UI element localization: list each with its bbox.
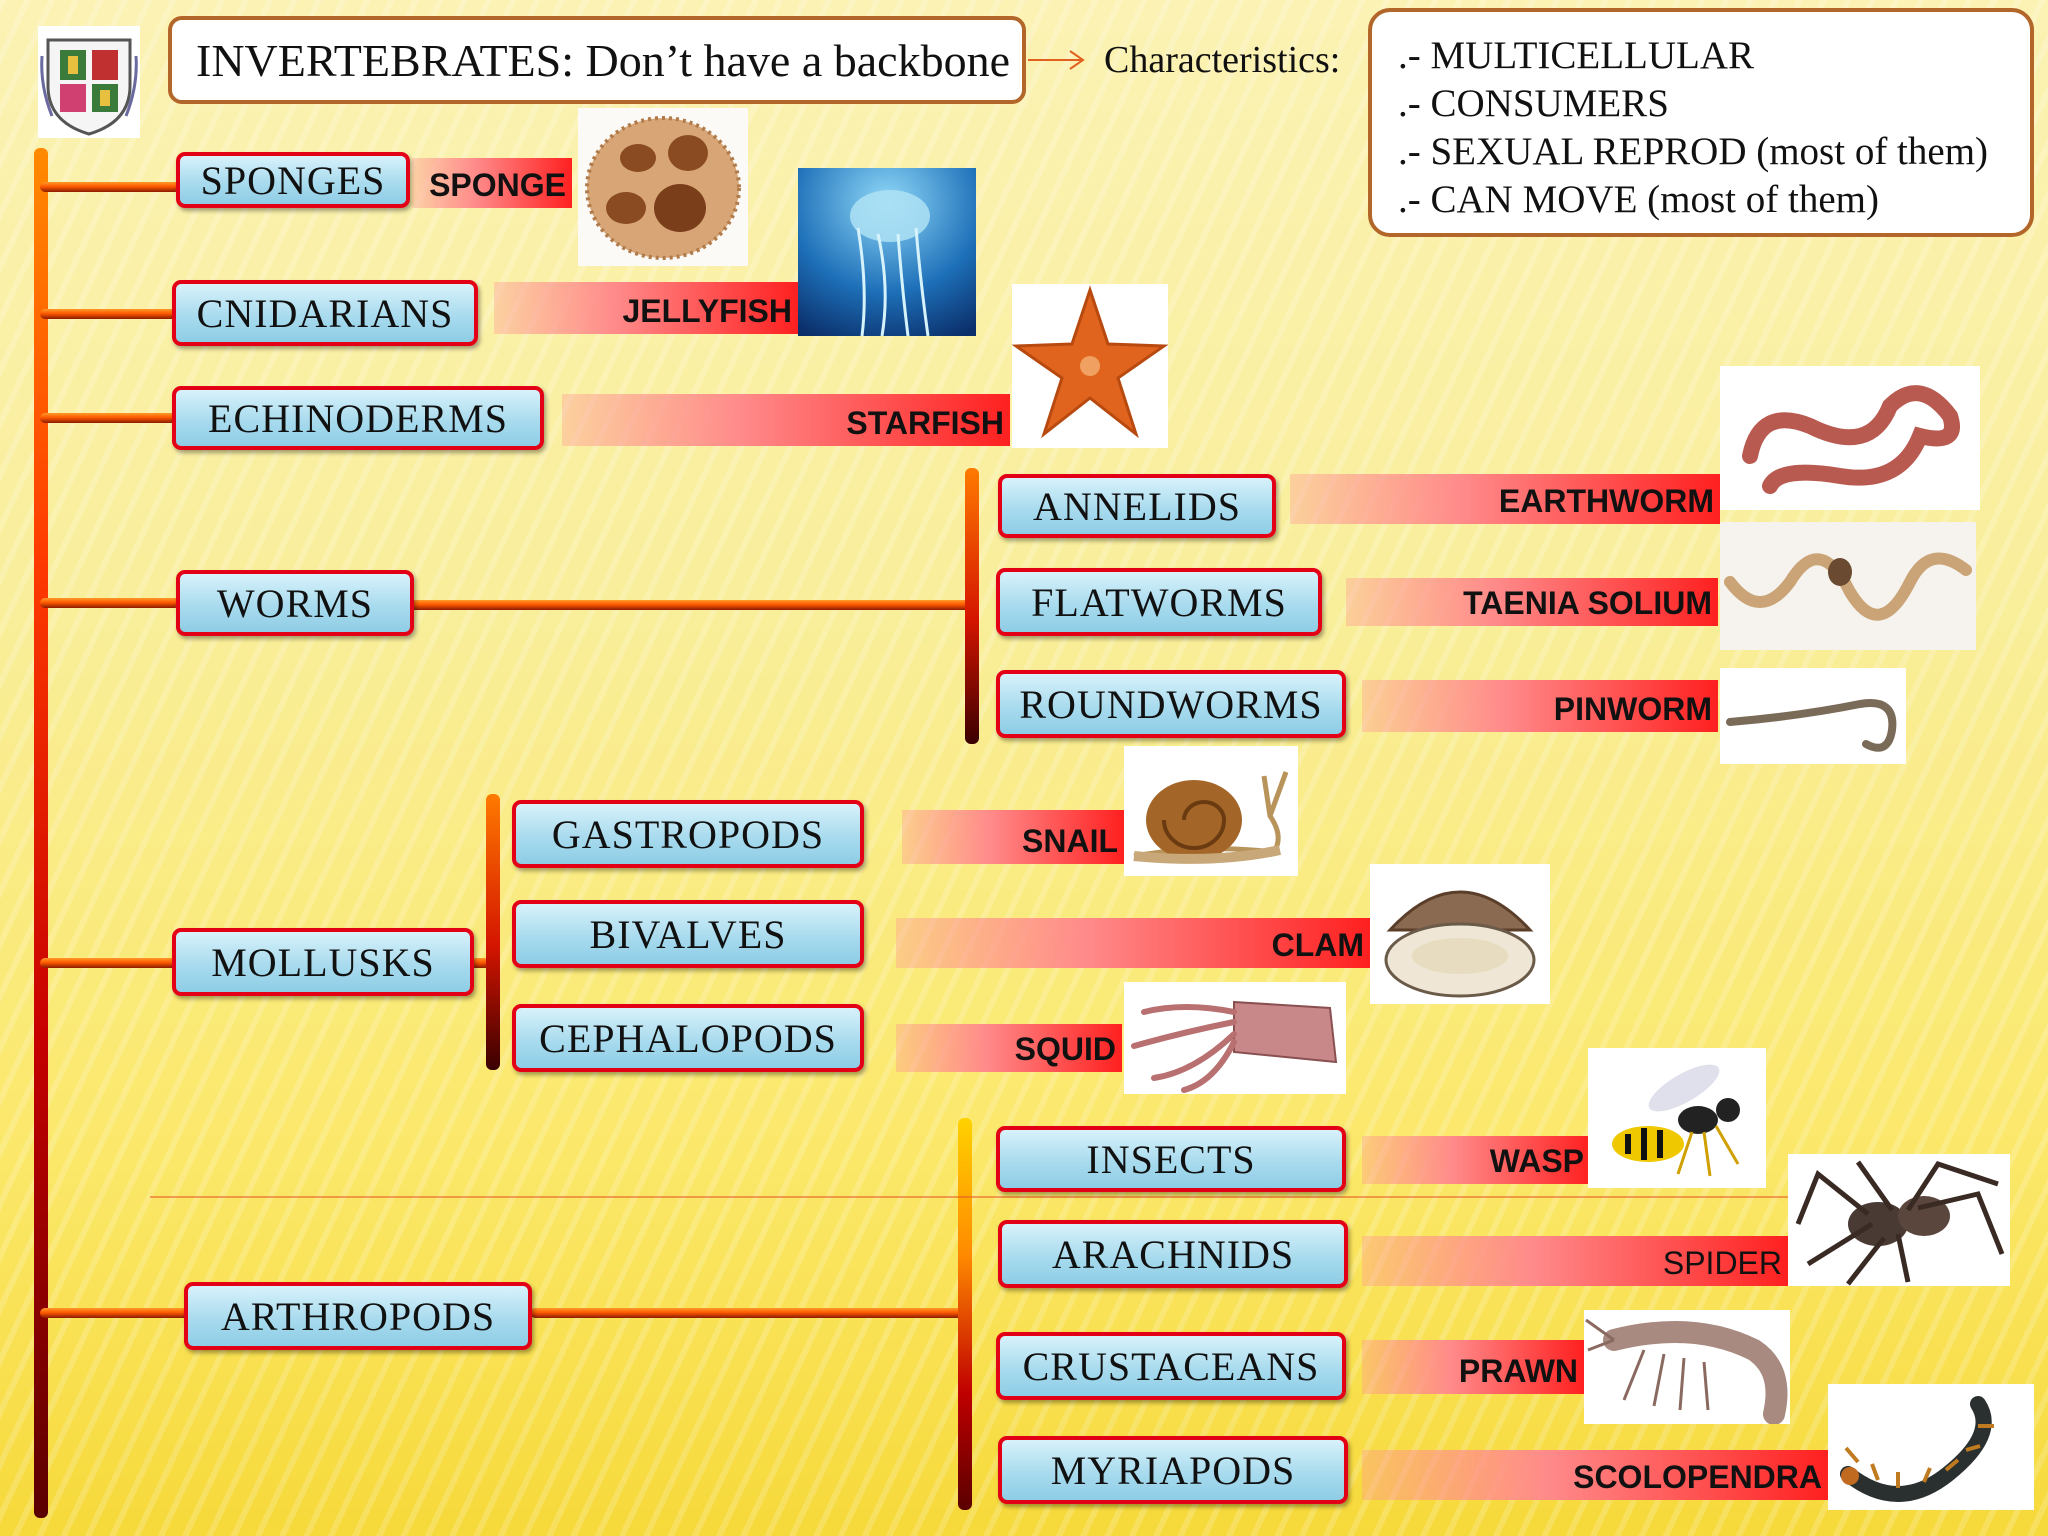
example-spider: SPIDER [1362, 1236, 1788, 1286]
connector-line [40, 413, 180, 423]
characteristic-item: .- CONSUMERS [1398, 82, 1669, 125]
group-cnidarians[interactable]: CNIDARIANS [172, 280, 478, 346]
group-arthropods[interactable]: ARTHROPODS [184, 1282, 532, 1350]
snail-image [1124, 746, 1298, 876]
example-jellyfish: JELLYFISH [494, 282, 798, 334]
page-title: INVERTEBRATES: Don’t have a backbone [168, 16, 1026, 104]
pinworm-image [1720, 668, 1906, 764]
subgroup-cephalopods[interactable]: CEPHALOPODS [512, 1004, 864, 1072]
example-clam: CLAM [896, 918, 1370, 968]
example-snail: SNAIL [902, 810, 1124, 864]
example-earthworm: EARTHWORM [1290, 474, 1720, 524]
example-sponge: SPONGE [412, 158, 572, 208]
spider-image [1788, 1154, 2010, 1286]
worms-branch-line [965, 468, 979, 744]
characteristics-label: Characteristics: [1104, 39, 1341, 81]
connector-line [530, 1308, 970, 1318]
connector-line [40, 598, 180, 608]
connector-line [410, 600, 972, 610]
example-squid: SQUID [896, 1024, 1122, 1072]
subgroup-arachnids[interactable]: ARACHNIDS [998, 1220, 1348, 1288]
squid-image [1124, 982, 1346, 1094]
connector-line [40, 182, 180, 192]
prawn-image [1584, 1310, 1790, 1424]
subgroup-annelids[interactable]: ANNELIDS [998, 474, 1276, 538]
group-sponges[interactable]: SPONGES [176, 152, 410, 208]
example-pinworm: PINWORM [1362, 680, 1718, 732]
group-worms[interactable]: WORMS [176, 570, 414, 636]
example-scolopendra: SCOLOPENDRA [1362, 1450, 1828, 1500]
characteristic-item: .- CAN MOVE (most of them) [1398, 178, 1879, 221]
divider-line [150, 1196, 1790, 1198]
connector-line [470, 958, 494, 968]
earthworm-image [1720, 366, 1980, 510]
group-echinoderms[interactable]: ECHINODERMS [172, 386, 544, 450]
connector-line [40, 1308, 190, 1318]
subgroup-flatworms[interactable]: FLATWORMS [996, 568, 1322, 636]
characteristics-box: .- MULTICELLULAR .- CONSUMERS .- SEXUAL … [1368, 8, 2034, 237]
example-starfish: STARFISH [562, 394, 1010, 446]
subgroup-insects[interactable]: INSECTS [996, 1126, 1346, 1192]
characteristic-item: .- MULTICELLULAR [1398, 34, 1755, 77]
arthropods-branch-line [958, 1118, 972, 1510]
subgroup-crustaceans[interactable]: CRUSTACEANS [996, 1332, 1346, 1400]
example-prawn: PRAWN [1362, 1340, 1584, 1394]
starfish-image [1012, 284, 1168, 448]
group-mollusks[interactable]: MOLLUSKS [172, 928, 474, 996]
mollusks-branch-line [486, 794, 500, 1070]
clam-image [1370, 864, 1550, 1004]
subgroup-roundworms[interactable]: ROUNDWORMS [996, 670, 1346, 738]
taenia-image [1720, 522, 1976, 650]
school-logo [38, 26, 140, 138]
subgroup-bivalves[interactable]: BIVALVES [512, 900, 864, 968]
scolopendra-image [1828, 1384, 2034, 1510]
connector-line [40, 958, 180, 968]
subgroup-gastropods[interactable]: GASTROPODS [512, 800, 864, 868]
arrow-right-icon [1028, 50, 1085, 70]
subgroup-myriapods[interactable]: MYRIAPODS [998, 1436, 1348, 1504]
sponge-image [578, 108, 748, 266]
main-trunk-line [34, 148, 48, 1518]
connector-line [40, 309, 180, 319]
example-taenia: TAENIA SOLIUM [1346, 578, 1718, 626]
example-wasp: WASP [1362, 1136, 1590, 1184]
jellyfish-image [798, 168, 976, 336]
wasp-image [1588, 1048, 1766, 1188]
characteristic-item: .- SEXUAL REPROD (most of them) [1398, 130, 1989, 173]
